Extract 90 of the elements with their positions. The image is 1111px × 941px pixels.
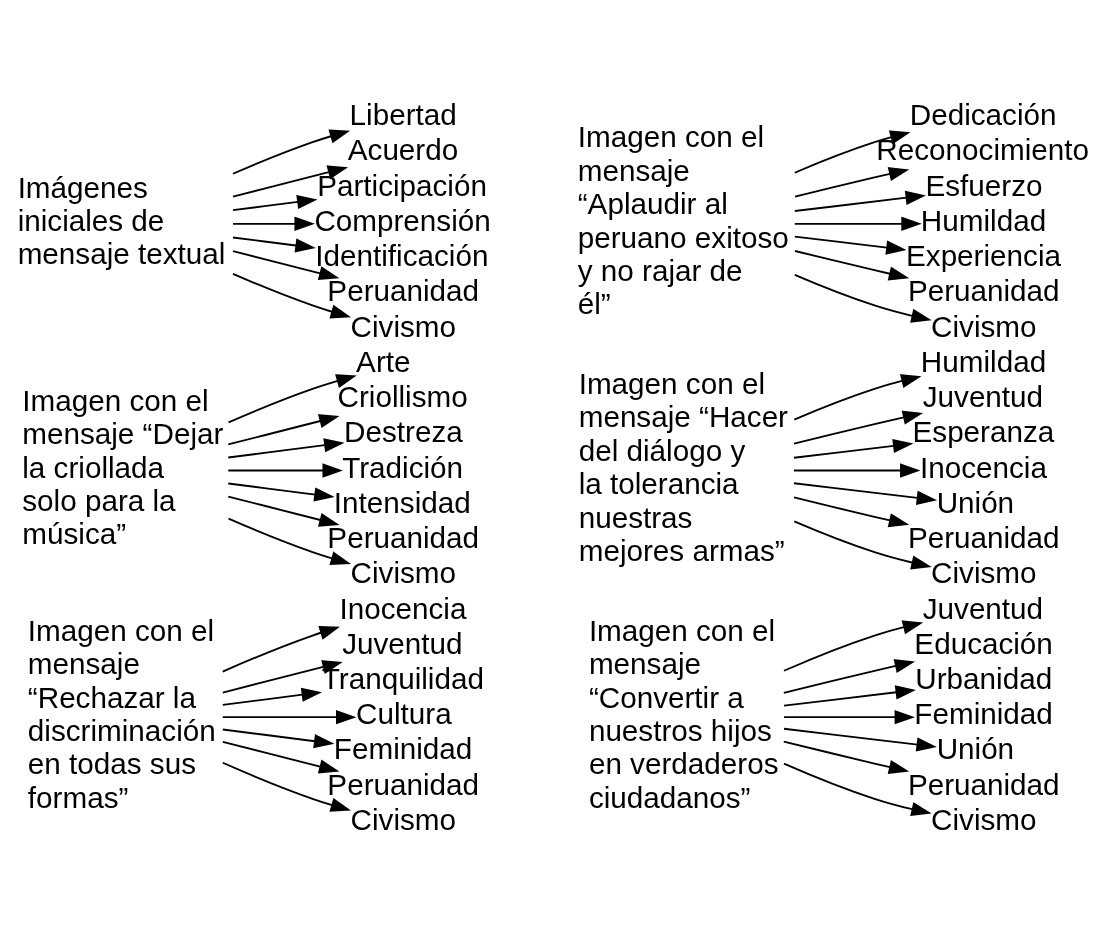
arrow <box>227 414 340 446</box>
node-text: Inocencia <box>919 450 1047 484</box>
arrow <box>221 687 322 706</box>
arrow <box>793 374 922 421</box>
node-text: Peruanidad <box>907 521 1060 555</box>
arrow <box>221 710 357 725</box>
arrow <box>232 194 318 212</box>
node-text: Esfuerzo <box>925 168 1043 202</box>
arrow <box>793 235 907 255</box>
arrow <box>783 762 932 817</box>
arrow <box>783 710 915 725</box>
node-text: Libertad <box>349 98 457 132</box>
arrow <box>227 517 351 566</box>
arrow <box>232 236 316 253</box>
node-text: Imágenes iniciales de mensaje textual <box>17 170 226 271</box>
node-text: Peruanidad <box>327 521 480 555</box>
arrow <box>221 626 340 673</box>
node-text: Educación <box>914 626 1053 660</box>
node-text: Imagen con el mensaje “Dejar la criollada solo para la música” <box>22 383 224 551</box>
arrow <box>232 165 349 198</box>
arrow <box>783 620 924 672</box>
node-text: Peruanidad <box>327 274 480 308</box>
node-text: Civismo <box>350 309 457 343</box>
node-text: Juventud <box>922 591 1044 625</box>
arrow <box>782 740 910 774</box>
node-text: Esperanza <box>912 415 1055 449</box>
node-text: Criollismo <box>337 380 468 414</box>
arrow <box>793 216 922 231</box>
arrow <box>221 740 340 774</box>
arrow <box>227 463 343 478</box>
arrow <box>793 190 926 212</box>
node-text: Humildad <box>920 203 1047 237</box>
node-text: Acuerdo <box>347 133 459 167</box>
node-text: Peruanidad <box>907 767 1060 801</box>
arrow <box>793 520 932 570</box>
arrow <box>232 216 315 231</box>
arrow <box>221 660 343 694</box>
arrow <box>232 250 340 281</box>
node-text: Civismo <box>931 556 1037 590</box>
node-text: Inocencia <box>339 591 467 625</box>
node-text: Intensidad <box>333 485 471 519</box>
node-text: Imagen con el mensaje “Aplaudir al peruano exitoso y no rajar de él” <box>577 120 789 321</box>
node-text: Cultura <box>356 697 452 731</box>
node-text: Imagen con el mensaje “Convertir a nuestros hijos en verdaderos ciudadanos” <box>588 613 779 814</box>
node-text: Juventud <box>922 380 1044 414</box>
arrow <box>232 272 351 319</box>
arrow <box>793 482 938 505</box>
arrow <box>232 129 351 175</box>
arrow <box>221 728 335 749</box>
node-text: Identificación <box>315 239 489 273</box>
arrow <box>783 727 937 752</box>
node-text: Feminidad <box>914 697 1053 731</box>
arrow <box>227 438 345 459</box>
arrow <box>227 374 357 424</box>
node-text: Civismo <box>931 309 1037 343</box>
node-text: Participación <box>317 168 487 202</box>
node-text: Civismo <box>350 802 457 836</box>
arrow <box>794 167 910 198</box>
arrow <box>793 130 911 174</box>
node-text: Unión <box>936 485 1015 519</box>
node-text: Imagen con el mensaje “Rechazar la discriminación en todas sus formas” <box>27 613 216 814</box>
arrow <box>221 761 351 812</box>
arrow <box>782 659 916 694</box>
node-text: Civismo <box>931 802 1037 836</box>
arrow <box>227 482 335 502</box>
node-text: Humildad <box>920 344 1047 378</box>
node-text: Comprensión <box>314 203 491 237</box>
node-text: Experiencia <box>906 239 1061 273</box>
node-text: Imagen con el mensaje “Hacer del diálogo y la tolerancia nuestras mejores armas” <box>578 367 789 568</box>
arrow <box>783 685 916 707</box>
node-text: Peruanidad <box>327 767 480 801</box>
arrow <box>793 438 914 459</box>
arrow <box>793 496 910 528</box>
node-text: Feminidad <box>333 732 473 766</box>
arrow <box>227 495 340 527</box>
node-text: Peruanidad <box>907 274 1060 308</box>
node-text: Tranquilidad <box>321 661 484 695</box>
node-text: Civismo <box>350 556 457 590</box>
node-text: Arte <box>356 344 411 378</box>
arrow <box>794 250 910 281</box>
node-text: Unión <box>936 732 1015 766</box>
node-text: Tradición <box>342 450 464 484</box>
node-text: Reconocimiento <box>876 133 1090 167</box>
arrow <box>793 463 921 478</box>
arrow <box>793 410 924 445</box>
node-text: Urbanidad <box>915 661 1053 695</box>
node-text: Destreza <box>344 415 463 449</box>
node-text: Juventud <box>342 626 463 660</box>
node-text: Dedicación <box>909 98 1057 132</box>
arrow <box>793 274 932 323</box>
